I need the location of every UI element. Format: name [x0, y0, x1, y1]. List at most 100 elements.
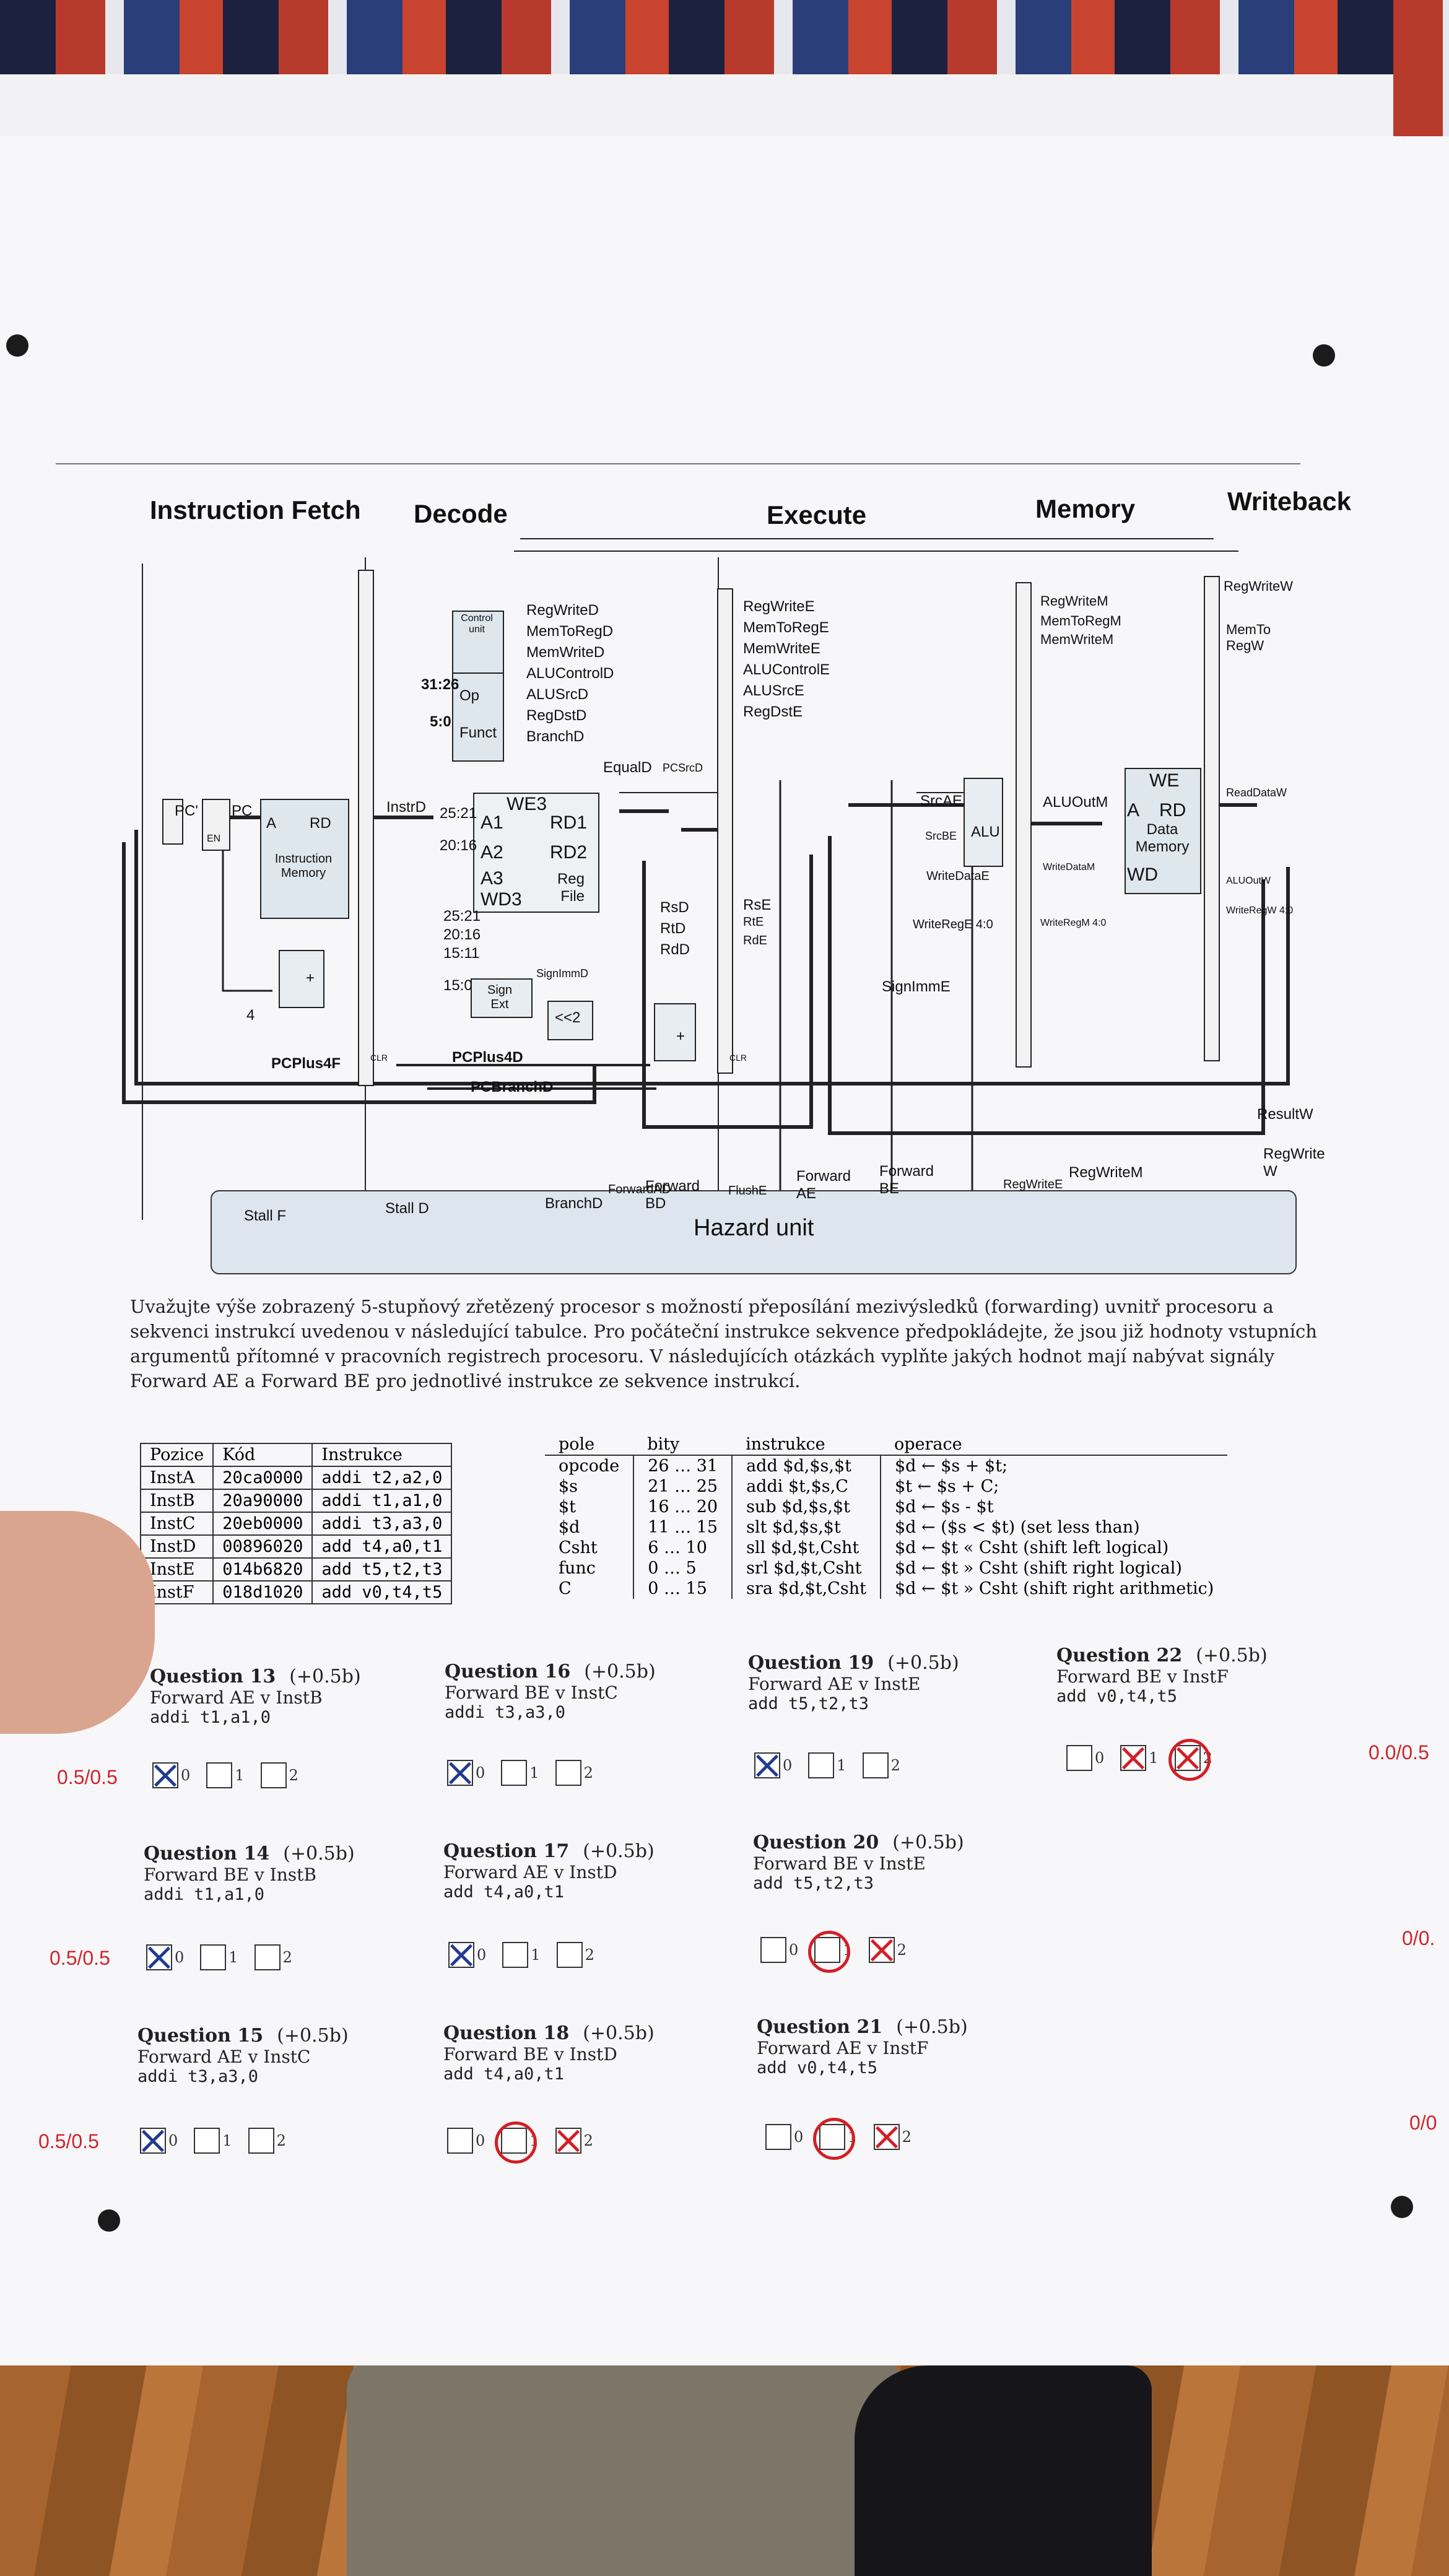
option-2[interactable]: 2: [862, 1752, 900, 1778]
checkbox[interactable]: [765, 2124, 791, 2150]
question-17: Question 17(+0.5b) Forward AE v InstD ad…: [443, 1840, 728, 1902]
option-0[interactable]: 0: [447, 2128, 485, 2154]
score-q15: 0.5/0.5: [38, 2130, 99, 2152]
checkbox[interactable]: [808, 1752, 835, 1778]
option-1[interactable]: 1: [808, 1931, 853, 1973]
option-2[interactable]: 2: [555, 1760, 593, 1786]
checked-checkbox[interactable]: [447, 1760, 473, 1786]
pc-adder: [279, 950, 324, 1008]
aluoutm-label: ALUOutM: [1043, 794, 1108, 811]
writeregw-label: WriteRegW 4:0: [1226, 905, 1294, 916]
option-2[interactable]: 2: [555, 2128, 593, 2154]
marked-checkbox[interactable]: [555, 2128, 581, 2154]
sign-ext-label: Sign Ext: [487, 983, 513, 1011]
option-1[interactable]: 1: [495, 2121, 539, 2164]
marked-checkbox[interactable]: [873, 2124, 900, 2150]
option-1[interactable]: 1: [206, 1762, 245, 1788]
option-0[interactable]: 0: [447, 1760, 485, 1786]
option-0[interactable]: 0: [146, 1944, 184, 1970]
option-1[interactable]: 1: [1120, 1745, 1159, 1771]
leg: [347, 2353, 904, 2576]
pc-label: PC: [232, 803, 253, 819]
option-1[interactable]: 1: [194, 2128, 232, 2154]
checked-checkbox[interactable]: [152, 1762, 178, 1788]
option-0[interactable]: 0: [152, 1762, 190, 1788]
cell: $d ← ($s < $t) (set less than): [894, 1518, 1140, 1537]
col-pole: pole: [545, 1434, 634, 1456]
rf-name: Reg File: [557, 871, 585, 905]
checkbox[interactable]: [447, 2128, 473, 2154]
rf-a3: A3: [481, 868, 503, 889]
option-2[interactable]: 2: [868, 1937, 907, 1963]
punch-hole: [1391, 2196, 1413, 2218]
checkbox[interactable]: [254, 1944, 281, 1970]
score-q20: 0/0.: [1402, 1927, 1435, 1949]
option-2[interactable]: 2: [248, 2128, 286, 2154]
regwritem-label: RegWriteM: [1040, 593, 1108, 609]
regdstd-label: RegDstD: [526, 707, 587, 724]
cell: $d: [545, 1517, 635, 1538]
question-subtitle: Forward BE v InstD: [443, 2044, 617, 2065]
cell-code: 00896020: [212, 1534, 313, 1559]
checkbox[interactable]: [760, 1937, 786, 1963]
circled-checkbox[interactable]: [808, 1931, 851, 1973]
checked-checkbox[interactable]: [754, 1752, 780, 1778]
question-title: Question 22: [1056, 1645, 1183, 1666]
if-id-clr: CLR: [370, 1053, 388, 1063]
checked-checkbox[interactable]: [146, 1944, 172, 1970]
checkbox[interactable]: [862, 1752, 889, 1778]
dmem-we: WE: [1149, 770, 1180, 791]
option-1[interactable]: 1: [813, 2118, 858, 2160]
rsd-label: RsD: [660, 899, 689, 916]
signimmd-label: SignImmD: [536, 967, 589, 980]
checkbox[interactable]: [194, 2128, 220, 2154]
alu-label: ALU: [971, 824, 1000, 840]
marked-checkbox[interactable]: [868, 1937, 895, 1963]
checkbox[interactable]: [200, 1944, 227, 1970]
option-1[interactable]: 1: [808, 1752, 846, 1778]
checkbox[interactable]: [556, 1942, 583, 1968]
memwritee-label: MemWriteE: [743, 640, 820, 657]
circled-marked-checkbox[interactable]: [1168, 1739, 1211, 1781]
checked-checkbox[interactable]: [448, 1942, 474, 1968]
checkbox[interactable]: [501, 1760, 528, 1786]
checkbox[interactable]: [260, 1762, 287, 1788]
cell: $d ← $t « Csht (shift left logical): [894, 1538, 1169, 1557]
rde-label: RdE: [743, 934, 767, 947]
stage-execute: Execute: [767, 500, 867, 529]
option-2[interactable]: 2: [873, 2124, 912, 2150]
checkbox[interactable]: [555, 1760, 581, 1786]
option-2[interactable]: 2: [1168, 1739, 1212, 1781]
option-0[interactable]: 0: [448, 1942, 486, 1968]
memtoregw-label: MemTo RegW: [1226, 622, 1271, 653]
cell: Csht: [545, 1538, 635, 1558]
option-1[interactable]: 1: [501, 1760, 539, 1786]
question-16: Question 16(+0.5b) Forward BE v InstC ad…: [445, 1661, 729, 1722]
circled-checkbox[interactable]: [813, 2118, 856, 2160]
question-subtitle: Forward AE v InstB: [150, 1687, 323, 1708]
checkbox[interactable]: [502, 1942, 529, 1968]
option-0[interactable]: 0: [754, 1752, 792, 1778]
rs-bits: 25:21: [443, 908, 481, 925]
option-2[interactable]: 2: [556, 1942, 594, 1968]
option-0[interactable]: 0: [760, 1937, 798, 1963]
alusrcd-label: ALUSrcD: [526, 686, 589, 703]
option-2[interactable]: 2: [260, 1762, 298, 1788]
circled-checkbox[interactable]: [495, 2121, 537, 2164]
marked-checkbox[interactable]: [1120, 1745, 1147, 1771]
option-2[interactable]: 2: [254, 1944, 292, 1970]
option-1[interactable]: 1: [200, 1944, 238, 1970]
checkbox[interactable]: [1066, 1745, 1092, 1771]
option-0[interactable]: 0: [1066, 1745, 1104, 1771]
option-0[interactable]: 0: [765, 2124, 803, 2150]
forwardad-signal: ForwardAD: [608, 1183, 671, 1196]
checked-checkbox[interactable]: [140, 2128, 166, 2154]
checkbox[interactable]: [248, 2128, 274, 2154]
option-0[interactable]: 0: [140, 2128, 178, 2154]
option-1[interactable]: 1: [502, 1942, 541, 1968]
checkbox[interactable]: [206, 1762, 233, 1788]
